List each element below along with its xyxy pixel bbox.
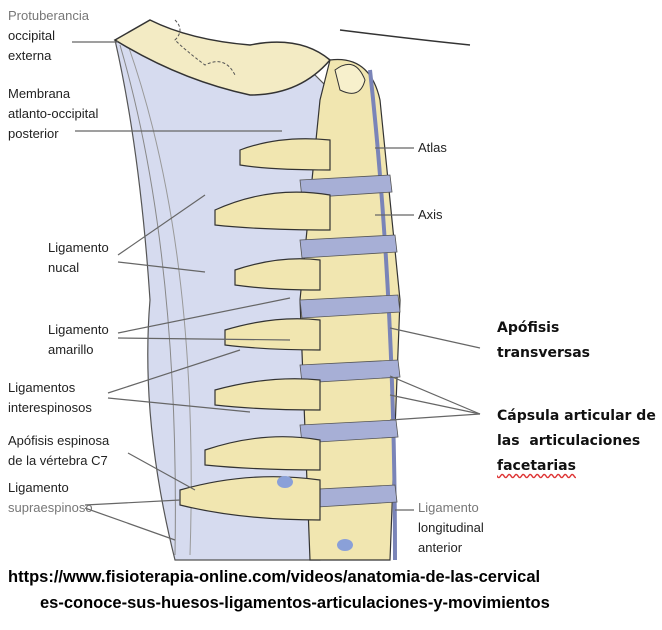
label-line: transversas xyxy=(497,345,590,361)
label-apofisis-espinosa-c7: Apófisis espinosa de la vértebra C7 xyxy=(8,431,109,471)
source-url-line-2: es-conoce-sus-huesos-ligamentos-articula… xyxy=(40,594,550,612)
label-line: Ligamento xyxy=(48,322,109,337)
label-line: las articulaciones xyxy=(497,433,641,449)
label-line: occipital xyxy=(8,28,55,43)
label-ligamento-supraespinoso: Ligamento supraespinoso xyxy=(8,478,93,518)
label-ligamentos-interespinosos: Ligamentos interespinosos xyxy=(8,378,92,418)
label-ligamento-amarillo: Ligamento amarillo xyxy=(48,320,109,360)
label-line: Ligamentos xyxy=(8,380,76,395)
label-line: de la vértebra C7 xyxy=(8,453,108,468)
label-line: amarillo xyxy=(48,342,94,357)
label-line: atlanto-occipital xyxy=(8,106,99,121)
label-line: Apófisis xyxy=(497,320,560,336)
label-membrana-atlanto-occipital: Membrana atlanto-occipital posterior xyxy=(8,84,98,144)
label-line: longitudinal xyxy=(418,520,484,535)
leader-lines xyxy=(72,41,481,541)
label-line: externa xyxy=(8,48,52,63)
label-line: Apófisis espinosa xyxy=(8,433,110,448)
label-protuberancia-occipital: Protuberancia occipital externa xyxy=(8,6,89,66)
label-line: supraespinoso xyxy=(8,500,93,515)
label-atlas: Atlas xyxy=(418,140,447,155)
label-line: posterior xyxy=(8,126,59,141)
label-line: nucal xyxy=(48,260,80,275)
label-ligamento-longitudinal-anterior: Ligamento longitudinal anterior xyxy=(418,498,484,558)
source-url-line-1: https://www.fisioterapia-online.com/vide… xyxy=(8,568,541,586)
label-capsula-articular: Cápsula articular de las articulaciones … xyxy=(497,404,656,479)
label-line: Protuberancia xyxy=(8,8,89,23)
spellcheck-underlined-word: facetarias xyxy=(497,458,576,474)
label-line: Ligamento xyxy=(8,480,69,495)
label-line: Ligamento xyxy=(418,500,479,515)
label-line: Cápsula articular de xyxy=(497,408,656,424)
label-line: Ligamento xyxy=(48,240,109,255)
label-line: interespinosos xyxy=(8,400,92,415)
label-apofisis-transversas: Apófisis transversas xyxy=(497,316,590,366)
intervertebral-discs xyxy=(299,174,401,509)
label-line: anterior xyxy=(418,540,463,555)
label-line: Membrana xyxy=(8,86,71,101)
label-ligamento-nucal: Ligamento nucal xyxy=(48,238,109,278)
label-line: facetarias xyxy=(497,454,656,479)
label-axis: Axis xyxy=(418,207,443,222)
